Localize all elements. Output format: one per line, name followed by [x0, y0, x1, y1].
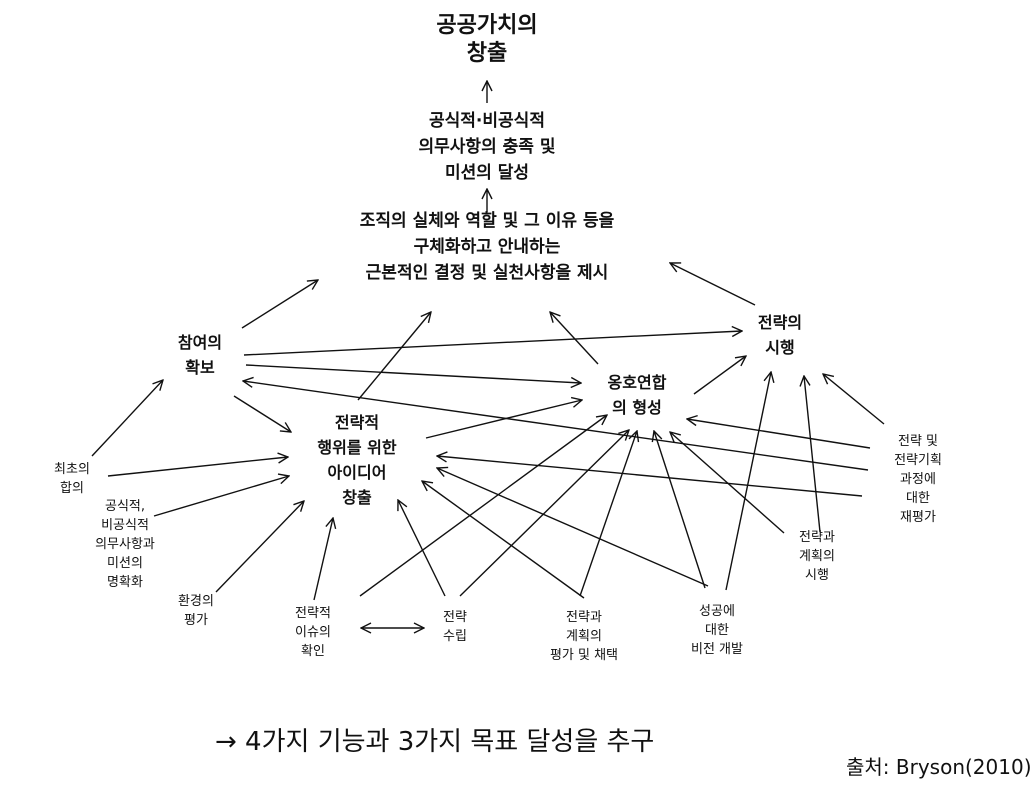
node-review-adopt: 전략과 계획의 평가 및 채택 — [526, 608, 642, 665]
arrow-participation-to-ideas — [233, 395, 291, 432]
node-reassess: 전략 및 전략기획 과정에 대한 재평가 — [870, 432, 966, 527]
node-line: 의무사항과 — [95, 537, 155, 552]
arrow-review-to-coalition — [579, 431, 637, 597]
node-line: 근본적인 결정 및 실천사항을 제시 — [365, 263, 609, 283]
node-identify-issues: 전략적 이슈의 확인 — [272, 604, 354, 661]
node-line: 의무사항의 충족 및 — [418, 137, 556, 157]
node-line: 조직의 실체와 역할 및 그 이유 등을 — [359, 211, 615, 231]
node-line: 대한 — [906, 491, 930, 506]
node-participation: 참여의 확보 — [150, 330, 250, 380]
node-fundamental-decisions: 조직의 실체와 역할 및 그 이유 등을 구체화하고 안내하는 근본적인 결정 … — [312, 208, 662, 286]
node-line: 공식적, — [104, 499, 145, 514]
node-line: 계획의 — [799, 549, 835, 564]
arrow-participation-to-implementation — [243, 331, 742, 356]
summary-text: → 4가지 기능과 3가지 목표 달성을 추구 — [215, 727, 655, 757]
arrow-reassess-to-participation — [243, 381, 869, 471]
node-line: 확보 — [185, 358, 215, 377]
arrow-vision-to-ideas — [437, 468, 709, 587]
node-line: 최초의 — [54, 462, 90, 477]
node-line: 과정에 — [900, 472, 936, 487]
node-line: 전략적 — [334, 413, 380, 432]
arrow-implement-plans-to-implementation — [804, 376, 821, 533]
node-line: 시행 — [765, 338, 795, 357]
source-citation: 출처: Bryson(2010) — [846, 755, 1032, 779]
arrow-agreement-to-participation — [91, 380, 163, 457]
arrow-vision-to-implementation — [725, 372, 771, 591]
node-line: 전략의 — [757, 313, 803, 332]
arrow-agreement-to-ideas — [107, 457, 288, 477]
node-clarify-mandates: 공식적, 비공식적 의무사항과 미션의 명확화 — [70, 497, 180, 592]
node-line: 창출 — [342, 488, 372, 507]
node-line: 평가 — [184, 613, 208, 628]
node-line: 전략과 — [799, 530, 835, 545]
node-line: 미션의 달성 — [444, 163, 530, 183]
node-line: 이슈의 — [295, 625, 331, 640]
node-line: 대한 — [705, 623, 729, 638]
arrow-issues-to-ideas — [313, 518, 333, 601]
node-line: 재평가 — [900, 510, 936, 525]
arrow-formulate-to-ideas — [398, 500, 446, 597]
node-mandates-mission: 공식적·비공식적 의무사항의 충족 및 미션의 달성 — [372, 108, 602, 186]
node-line: 전략 및 — [897, 434, 938, 449]
node-coalition: 옹호연합 의 형성 — [582, 370, 692, 420]
node-line: 비공식적 — [101, 518, 149, 533]
node-line: 미션의 — [107, 556, 143, 571]
node-vision-success: 성공에 대한 비전 개발 — [662, 602, 772, 659]
node-line: 의 형성 — [612, 398, 662, 417]
arrow-reassess-to-coalition — [687, 419, 871, 449]
node-line: 성공에 — [699, 604, 735, 619]
arrow-reassess-to-ideas — [437, 456, 863, 497]
arrow-vision-to-coalition — [654, 431, 706, 589]
arrow-participation-to-decisions — [241, 280, 318, 329]
arrow-ideas-to-decisions — [357, 312, 431, 401]
arrow-implement-plans-to-coalition — [670, 432, 785, 534]
node-line: 전략적 — [295, 606, 331, 621]
node-line: 구체화하고 안내하는 — [413, 237, 561, 257]
arrow-reassess-to-implementation — [823, 374, 885, 425]
node-line: 전략과 — [566, 610, 602, 625]
arrow-participation-to-coalition — [245, 364, 581, 383]
node-line: 옹호연합 — [607, 373, 667, 392]
node-line: 평가 및 채택 — [549, 648, 619, 663]
arrow-review-to-ideas — [422, 481, 585, 599]
node-line: 비전 개발 — [691, 642, 743, 657]
arrow-coalition-to-decisions — [550, 312, 599, 365]
arrow-mandates-clarify-to-ideas — [153, 476, 289, 517]
node-line: 명확화 — [107, 575, 143, 590]
arrow-implementation-to-decisions — [670, 263, 756, 306]
node-line: 아이디어 — [327, 463, 387, 482]
node-line: 합의 — [60, 481, 84, 496]
arrow-issues-to-coalition — [359, 415, 607, 597]
node-line: 행위를 위한 — [317, 438, 397, 457]
node-assess-environment: 환경의 평가 — [160, 592, 232, 630]
node-strategy-implementation: 전략의 시행 — [730, 310, 830, 360]
node-line: 시행 — [805, 568, 829, 583]
node-line: 공공가치의 — [436, 13, 538, 38]
node-implement-plans: 전략과 계획의 시행 — [776, 528, 858, 585]
node-line: 수립 — [443, 629, 467, 644]
arrow-environment-to-ideas — [215, 501, 304, 593]
arrow-coalition-to-implementation — [693, 356, 746, 395]
node-line: 계획의 — [566, 629, 602, 644]
node-line: 공식적·비공식적 — [429, 111, 545, 131]
node-line: 전략기획 — [894, 453, 942, 468]
node-line: 확인 — [301, 644, 325, 659]
arrow-ideas-to-coalition — [425, 400, 582, 439]
arrow-formulate-to-coalition — [459, 430, 629, 597]
node-line: 참여의 — [177, 333, 223, 352]
node-initial-agreement: 최초의 합의 — [36, 460, 108, 498]
node-public-value: 공공가치의 창출 — [382, 12, 592, 68]
node-strategic-ideas: 전략적 행위를 위한 아이디어 창출 — [292, 410, 422, 510]
node-formulate-strategy: 전략 수립 — [424, 608, 486, 646]
node-line: 전략 — [443, 610, 467, 625]
node-line: 창출 — [466, 41, 508, 66]
node-line: 환경의 — [178, 594, 214, 609]
